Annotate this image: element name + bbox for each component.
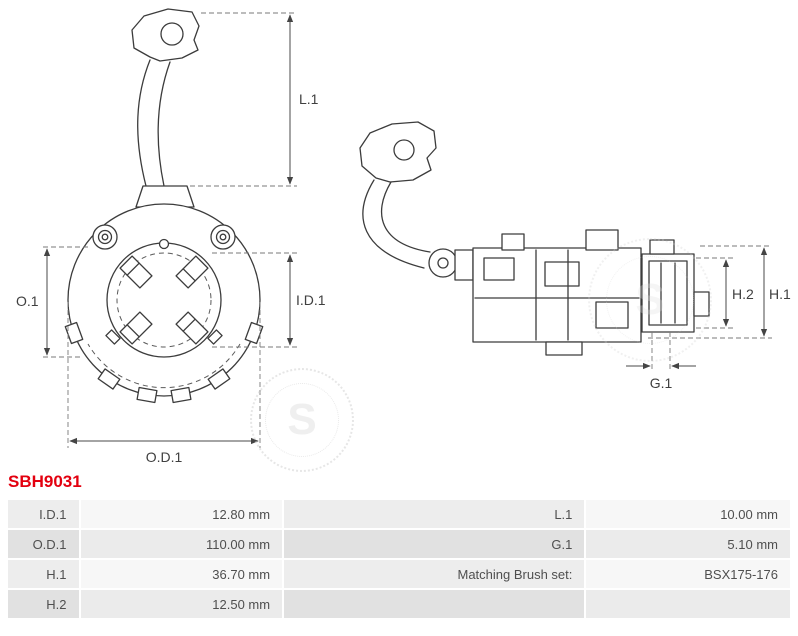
part-number: SBH9031	[8, 472, 82, 491]
spec-row: O.D.1 110.00 mm G.1 5.10 mm	[8, 530, 790, 558]
spec-row: H.1 36.70 mm Matching Brush set: BSX175-…	[8, 560, 790, 588]
dim-label-id1: I.D.1	[296, 292, 326, 308]
dim-label-l1: L.1	[299, 91, 319, 107]
side-view-drawing: H.2 H.1 G.1	[359, 121, 791, 391]
dimension-l1: L.1	[190, 12, 319, 187]
brush-window	[175, 311, 209, 345]
brush-window	[119, 255, 153, 289]
terminal-bracket	[131, 8, 200, 62]
technical-drawing-area: S S	[16, 8, 791, 472]
spec-row: I.D.1 12.80 mm L.1 10.00 mm	[8, 500, 790, 528]
spec-row: H.2 12.50 mm	[8, 590, 790, 618]
spec-label-empty	[284, 590, 585, 618]
spec-value-l1: 10.00 mm	[586, 500, 790, 528]
dim-label-h2: H.2	[732, 286, 754, 302]
dimension-g1: G.1	[626, 332, 696, 391]
lead-wire	[135, 59, 195, 208]
dim-label-o1: O.1	[16, 293, 39, 309]
spec-label-l1: L.1	[284, 500, 585, 528]
spec-value-h1: 36.70 mm	[80, 560, 283, 588]
spec-label-h2: H.2	[8, 590, 79, 618]
dim-label-g1: G.1	[650, 375, 673, 391]
spec-label-h1: H.1	[8, 560, 79, 588]
dimension-o1: O.1	[16, 246, 88, 358]
brush-side	[641, 239, 710, 333]
spec-label-g1: G.1	[284, 530, 585, 558]
spec-label-matching-brush: Matching Brush set:	[284, 560, 585, 588]
spec-value-id1: 12.80 mm	[80, 500, 283, 528]
dimension-h2: H.2	[696, 257, 754, 329]
spec-label-od1: O.D.1	[8, 530, 79, 558]
dimension-id1: I.D.1	[212, 252, 326, 348]
brush-holder-plate	[64, 203, 264, 404]
spec-value-od1: 110.00 mm	[80, 530, 283, 558]
brush-window	[119, 311, 153, 345]
brush-window	[175, 255, 209, 289]
dim-label-od1: O.D.1	[146, 449, 183, 465]
terminal-bracket-side	[359, 121, 437, 183]
dimension-h1: H.1	[648, 245, 791, 339]
spec-value-matching-brush: BSX175-176	[586, 560, 790, 588]
front-view-drawing: L.1 O.1 I.D.1 O.D.1	[16, 8, 326, 465]
holder-body-side	[472, 229, 642, 356]
spec-value-g1: 5.10 mm	[586, 530, 790, 558]
spec-value-empty	[586, 590, 790, 618]
spec-value-h2: 12.50 mm	[80, 590, 283, 618]
spec-label-id1: I.D.1	[8, 500, 79, 528]
dim-label-h1: H.1	[769, 286, 791, 302]
brush-holder-drawing: L.1 O.1 I.D.1 O.D.1	[16, 8, 791, 465]
spec-table: I.D.1 12.80 mm L.1 10.00 mm O.D.1 110.00…	[6, 498, 792, 620]
lead-wire-side	[362, 179, 474, 281]
dimension-od1: O.D.1	[67, 302, 261, 465]
